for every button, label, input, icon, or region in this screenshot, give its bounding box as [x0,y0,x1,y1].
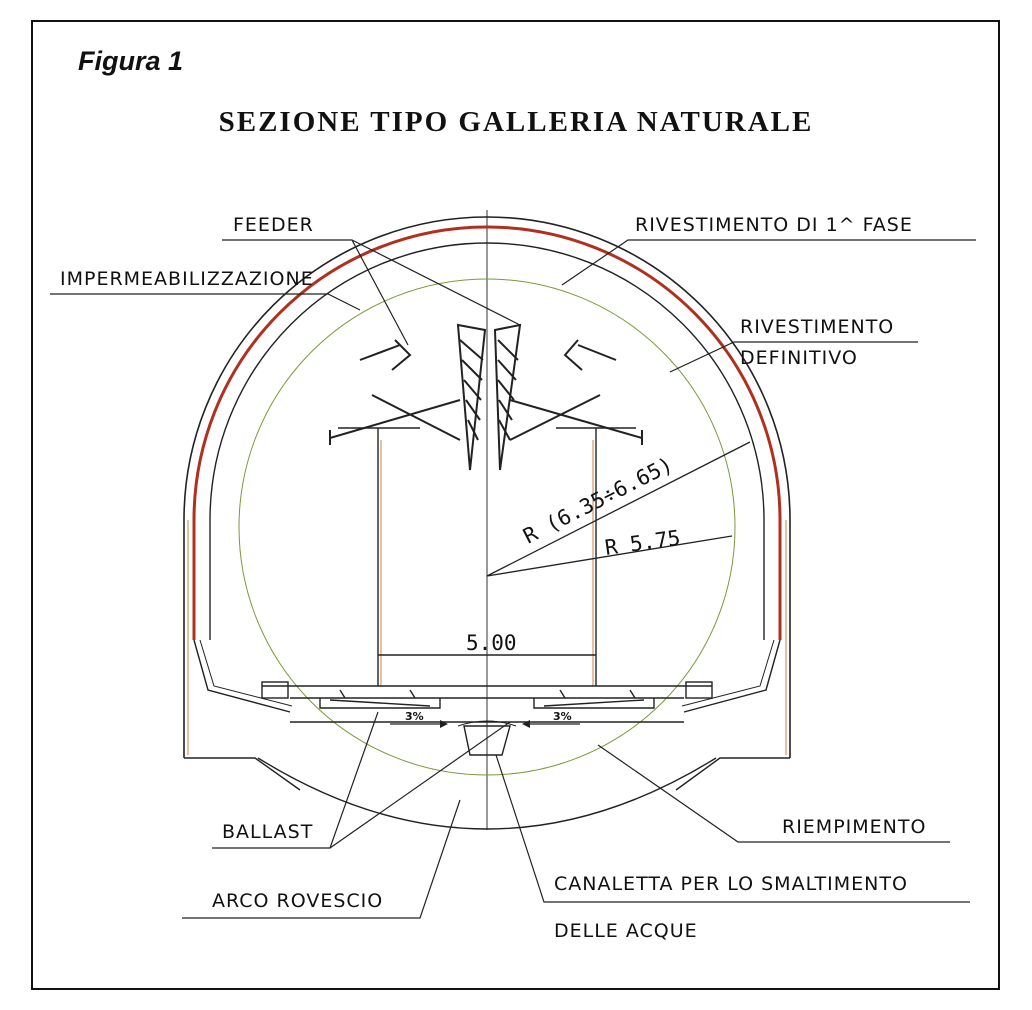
figure-frame [31,20,1000,990]
wall-foot-left-inner [199,639,293,707]
inner-radius-value: R 5.75 [603,526,681,560]
leader-ballast [212,711,511,849]
outer-radius-line [486,441,751,577]
intrados-circle [238,278,736,776]
outer-base-left [184,757,301,791]
wall-foot-right [683,639,781,713]
outer-lining-boundary [183,216,791,758]
label-ballast: BALLAST [222,821,313,843]
leader-canaletta [495,754,970,903]
inner-lining [209,242,765,640]
label-feeder: FEEDER [233,214,314,236]
label-arco-rovescio: ARCO ROVESCIO [212,890,383,912]
leader-impermeabilizzazione [50,293,361,311]
label-canaletta-2: DELLE ACQUE [554,920,698,942]
leader-riempimento [597,744,950,843]
slope-left-arrowhead [440,720,448,728]
inner-radius-line [486,535,733,577]
leader-feeder [222,239,521,346]
clearance-gauge-right [556,427,636,686]
figure-label: Figura 1 [78,46,184,76]
clearance-gauge [338,427,420,686]
drainage-channel [463,725,511,756]
waterproofing-layer [192,225,782,640]
slope-left-value: 3% [405,710,424,723]
wall-foot-left [193,639,291,713]
leader-rivestimento-prima-fase [561,239,976,286]
label-riempimento: RIEMPIMENTO [782,816,926,838]
drainage-channel-top [457,720,517,727]
label-impermeabilizzazione: IMPERMEABILIZZAZIONE [60,268,314,290]
catenary-structure [329,323,643,471]
leader-rivestimento-definitivo [669,341,918,373]
label-canaletta-1: CANALETTA PER LO SMALTIMENTO [554,873,908,895]
invert-arch [257,757,717,830]
label-rivestimento-definitivo-2: DEFINITIVO [740,347,858,369]
outer-base-right [675,757,790,791]
label-rivestimento-definitivo-1: RIVESTIMENTO [740,316,894,338]
wall-foot-right-inner [681,639,775,707]
label-rivestimento-prima-fase: RIVESTIMENTO DI 1^ FASE [635,214,913,236]
track-bed [261,681,713,723]
slope-right-value: 3% [553,710,572,723]
slope-right-arrowhead [522,720,530,728]
diagram-title: SEZIONE TIPO GALLERIA NATURALE [218,106,814,138]
width-dimension-value: 5.00 [466,631,517,655]
leader-arco-rovescio [182,799,461,919]
